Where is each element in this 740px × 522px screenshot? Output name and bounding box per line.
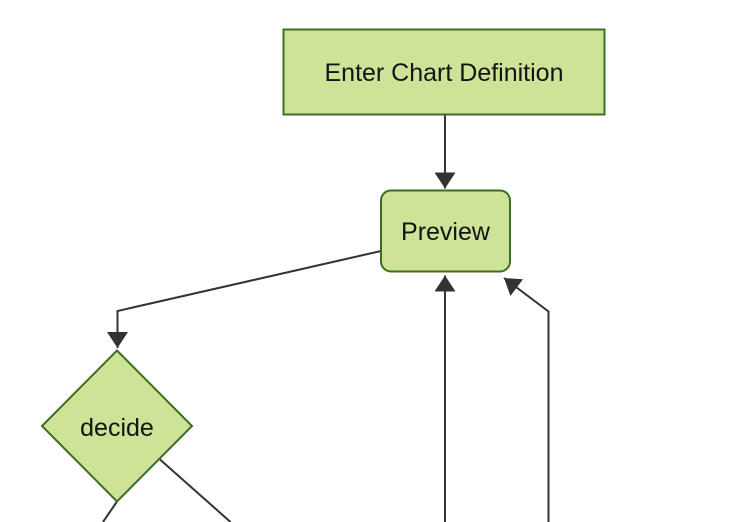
node-enter-chart-definition: Enter Chart Definition [282, 28, 606, 116]
edge-preview-to-decide [107, 250, 382, 348]
decide-diamond [40, 349, 194, 503]
decide-label: decide [80, 414, 154, 442]
node-preview: Preview [380, 189, 511, 273]
edge-decide-to-offscreen-bottom-right [159, 458, 232, 522]
edge-bottom-right-offscreen-to-preview [503, 277, 550, 522]
node-decide: decide [40, 349, 194, 503]
edge-decide-to-offscreen-bottom-left [102, 500, 118, 522]
preview-label: Preview [401, 218, 491, 246]
enter-chart-definition-label: Enter Chart Definition [324, 59, 563, 87]
edge-layer [102, 114, 550, 522]
enter-chart-definition-box [282, 28, 606, 116]
preview-box [380, 189, 511, 273]
